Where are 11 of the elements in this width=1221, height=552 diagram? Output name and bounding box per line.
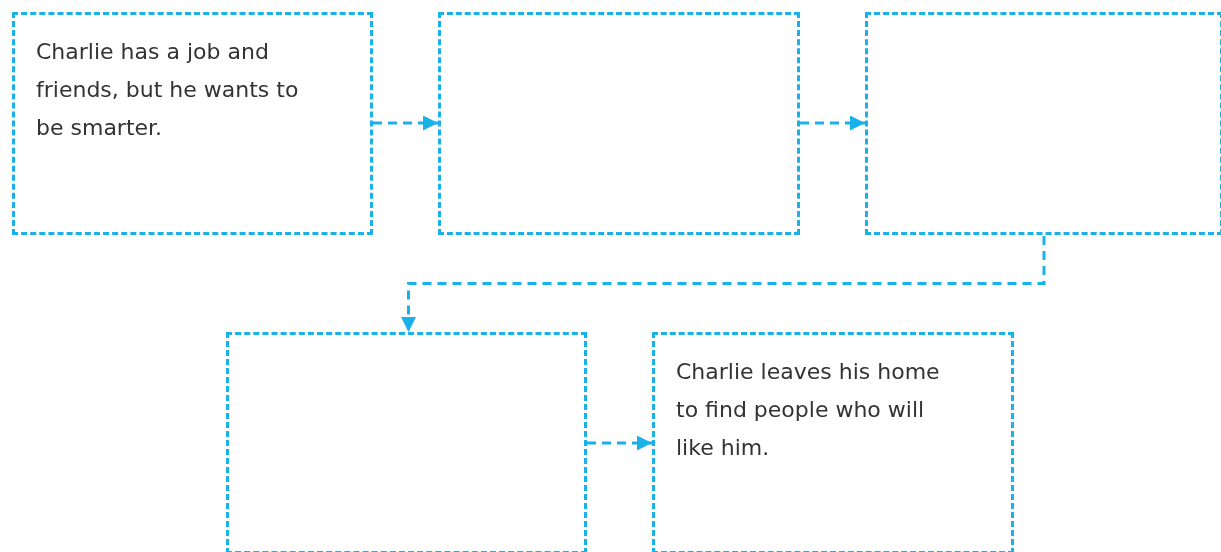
- dashed-arrow: [587, 435, 652, 451]
- story-text: Charlie has a job and friends, but he wants to be smarter.: [36, 38, 300, 142]
- story-box: [12, 12, 373, 235]
- empty-story-box: [865, 12, 1221, 235]
- dashed-arrow: [373, 115, 438, 131]
- dashed-arrow: [401, 236, 1046, 332]
- story-text: Charlie leaves his home to find people who will like him.: [676, 358, 941, 462]
- dashed-arrow: [800, 115, 865, 131]
- empty-story-box: [438, 12, 800, 235]
- empty-story-box: [226, 332, 587, 552]
- story-box: [652, 332, 1014, 552]
